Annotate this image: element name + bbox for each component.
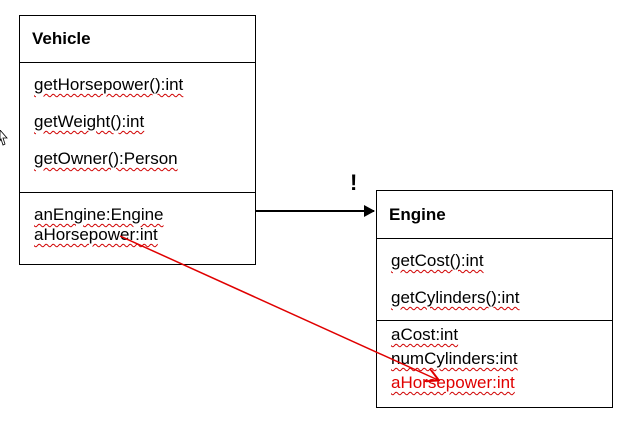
engine-class-name: Engine (389, 205, 446, 224)
engine-field: numCylinders:int (391, 349, 518, 368)
engine-method: getCylinders():int (391, 288, 520, 307)
vehicle-class-name: Vehicle (32, 29, 91, 48)
vehicle-methods-section: getHorsepower():int getWeight():int getO… (20, 62, 255, 192)
vehicle-field: anEngine:Engine (34, 205, 164, 224)
association-mark: ! (350, 170, 358, 195)
vehicle-method: getOwner():Person (34, 149, 178, 168)
engine-methods-section: getCost():int getCylinders():int (377, 238, 612, 320)
engine-class: Engine getCost():int getCylinders():int … (376, 190, 613, 408)
engine-fields-section: aCost:int numCylinders:int aHorsepower:i… (377, 320, 612, 393)
engine-field-highlighted: aHorsepower:int (391, 373, 515, 392)
vehicle-method: getWeight():int (34, 112, 145, 131)
vehicle-method: getHorsepower():int (34, 75, 184, 94)
engine-name-section: Engine (377, 191, 612, 238)
vehicle-class: Vehicle getHorsepower():int getWeight():… (19, 15, 256, 265)
engine-method: getCost():int (391, 251, 484, 270)
engine-field: aCost:int (391, 325, 459, 344)
vehicle-fields-section: anEngine:Engine aHorsepower:int (20, 192, 255, 245)
vehicle-field: aHorsepower:int (34, 225, 158, 244)
mouse-cursor-icon (0, 130, 8, 146)
vehicle-name-section: Vehicle (20, 16, 255, 62)
